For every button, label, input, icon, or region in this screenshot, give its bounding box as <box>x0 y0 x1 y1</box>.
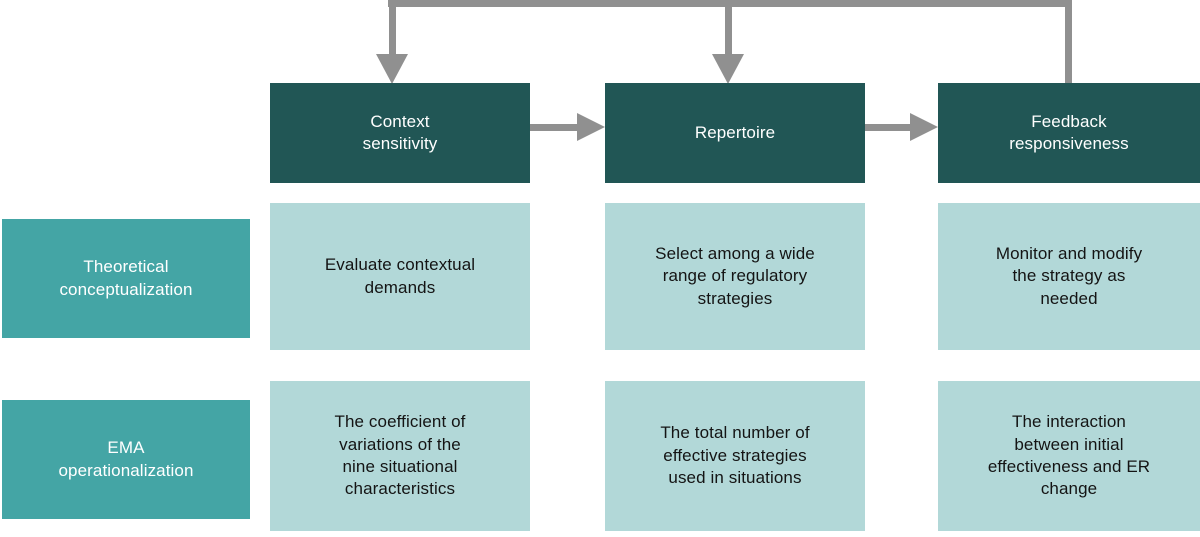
feedback-loop-branch-repertoire <box>725 7 732 54</box>
arrowhead-down-context-icon <box>376 54 408 84</box>
arrowhead-right-feedback-icon <box>910 113 938 141</box>
node-context-sensitivity: Context sensitivity <box>270 83 530 183</box>
feedback-loop-branch-context <box>389 7 396 54</box>
arrow-context-to-repertoire <box>530 124 577 131</box>
feedback-loop-riser-feedback <box>1065 7 1072 83</box>
row-label-theoretical-conceptualization: Theoretical conceptualization <box>2 219 250 338</box>
node-feedback-responsiveness: Feedback responsiveness <box>938 83 1200 183</box>
arrowhead-down-repertoire-icon <box>712 54 744 84</box>
cell-ema-context-sensitivity: The coefficient of variations of the nin… <box>270 381 530 531</box>
arrow-repertoire-to-feedback <box>865 124 910 131</box>
node-repertoire: Repertoire <box>605 83 865 183</box>
cell-theoretical-context-sensitivity: Evaluate contextual demands <box>270 203 530 350</box>
row-label-ema-operationalization: EMA operationalization <box>2 400 250 519</box>
cell-ema-repertoire: The total number of effective strategies… <box>605 381 865 531</box>
feedback-loop-top-line <box>388 0 1072 7</box>
cell-ema-feedback-responsiveness: The interaction between initial effectiv… <box>938 381 1200 531</box>
cell-theoretical-feedback-responsiveness: Monitor and modify the strategy as neede… <box>938 203 1200 350</box>
cell-theoretical-repertoire: Select among a wide range of regulatory … <box>605 203 865 350</box>
arrowhead-right-repertoire-icon <box>577 113 605 141</box>
